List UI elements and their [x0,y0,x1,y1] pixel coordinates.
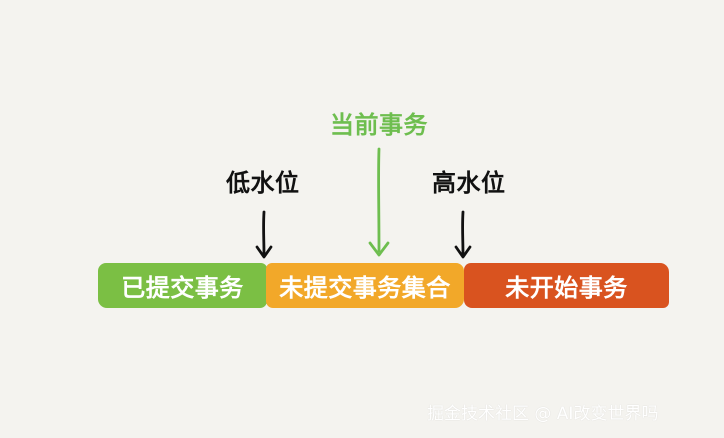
active-transactions-label: 未提交事务集合 [279,274,451,302]
current-transaction-label: 当前事务 [330,111,428,139]
high-water-mark-label: 高水位 [432,169,506,197]
high-water-mark-arrow-icon [454,210,472,259]
not-started-transactions-label: 未开始事务 [505,274,628,302]
current-transaction-arrow-icon [368,147,390,257]
committed-transactions-label: 已提交事务 [121,274,244,302]
committed-transactions-segment: 已提交事务 [98,263,267,308]
low-water-mark-label: 低水位 [226,169,300,197]
low-water-mark-arrow-icon [255,210,273,259]
not-started-transactions-segment: 未开始事务 [464,263,669,308]
watermark-text: 掘金技术社区 @ AI改变世界吗 [427,404,659,424]
active-transactions-segment: 未提交事务集合 [266,263,464,308]
